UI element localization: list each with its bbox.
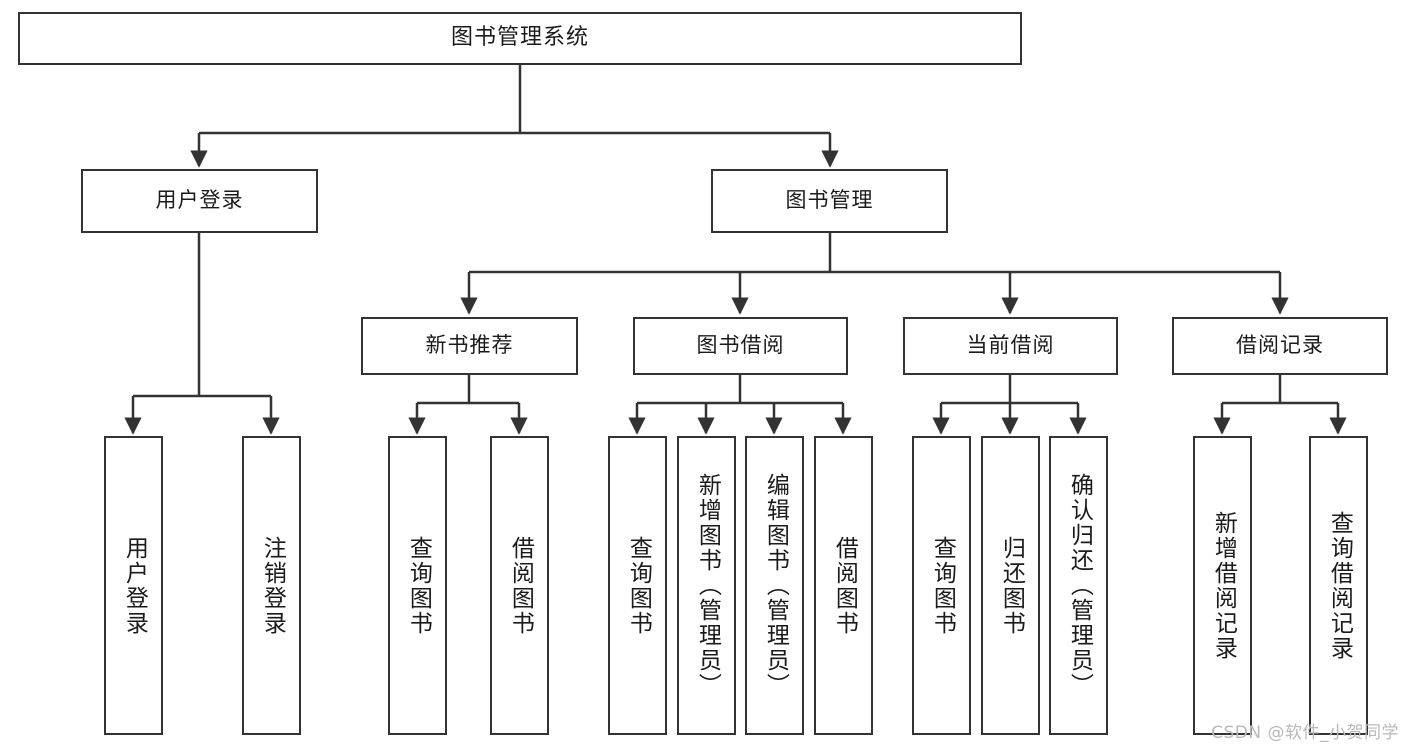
node-label: 查询图书 bbox=[929, 535, 956, 636]
node-label: 借阅图书 bbox=[831, 535, 858, 636]
node-label: 查询图书 bbox=[405, 535, 432, 636]
node-label: 注销登录 bbox=[259, 535, 286, 636]
node-leaf-current-borrow-confirm-return[interactable]: 确认归还（管理员） bbox=[1049, 436, 1108, 735]
node-label: 查询借阅记录 bbox=[1326, 510, 1353, 661]
watermark-text: CSDN @软件_小贺同学 bbox=[1211, 723, 1399, 743]
node-label: 确认归还（管理员） bbox=[1066, 473, 1093, 698]
node-user-login[interactable]: 用户登录 bbox=[81, 169, 318, 233]
node-leaf-current-borrow-query[interactable]: 查询图书 bbox=[912, 436, 971, 735]
node-leaf-current-borrow-return[interactable]: 归还图书 bbox=[981, 436, 1040, 735]
node-leaf-borrow-record-add[interactable]: 新增借阅记录 bbox=[1193, 436, 1252, 735]
node-book-borrow[interactable]: 图书借阅 bbox=[633, 317, 848, 375]
node-new-book-recommend[interactable]: 新书推荐 bbox=[361, 317, 578, 375]
node-leaf-new-book-query[interactable]: 查询图书 bbox=[388, 436, 447, 735]
node-leaf-user-login-signout[interactable]: 注销登录 bbox=[242, 436, 301, 735]
node-leaf-new-book-borrow[interactable]: 借阅图书 bbox=[490, 436, 549, 735]
node-label: 借阅记录 bbox=[1236, 333, 1324, 358]
node-label: 查询图书 bbox=[625, 535, 652, 636]
node-label: 用户登录 bbox=[155, 188, 244, 213]
node-label: 编辑图书（管理员） bbox=[762, 473, 789, 698]
node-label: 图书借阅 bbox=[696, 333, 785, 358]
node-label: 新增借阅记录 bbox=[1210, 510, 1237, 661]
node-label: 借阅图书 bbox=[507, 535, 534, 636]
node-leaf-book-borrow-add[interactable]: 新增图书（管理员） bbox=[677, 436, 736, 735]
node-borrow-record[interactable]: 借阅记录 bbox=[1172, 317, 1388, 375]
node-current-borrow[interactable]: 当前借阅 bbox=[903, 317, 1118, 375]
node-leaf-book-borrow-borrow[interactable]: 借阅图书 bbox=[814, 436, 873, 735]
node-leaf-user-login-signin[interactable]: 用户登录 bbox=[104, 436, 163, 735]
node-label: 图书管理 bbox=[785, 188, 874, 213]
node-label: 当前借阅 bbox=[966, 333, 1055, 358]
node-leaf-book-borrow-edit[interactable]: 编辑图书（管理员） bbox=[745, 436, 804, 735]
node-leaf-book-borrow-query[interactable]: 查询图书 bbox=[608, 436, 667, 735]
node-label: 新增图书（管理员） bbox=[694, 473, 721, 698]
node-label: 用户登录 bbox=[121, 535, 148, 636]
node-leaf-borrow-record-query[interactable]: 查询借阅记录 bbox=[1309, 436, 1368, 735]
node-label: 图书管理系统 bbox=[450, 25, 589, 51]
node-label: 新书推荐 bbox=[425, 333, 514, 358]
node-book-management[interactable]: 图书管理 bbox=[711, 169, 948, 233]
node-root-book-management-system[interactable]: 图书管理系统 bbox=[18, 12, 1022, 65]
node-label: 归还图书 bbox=[998, 535, 1025, 636]
